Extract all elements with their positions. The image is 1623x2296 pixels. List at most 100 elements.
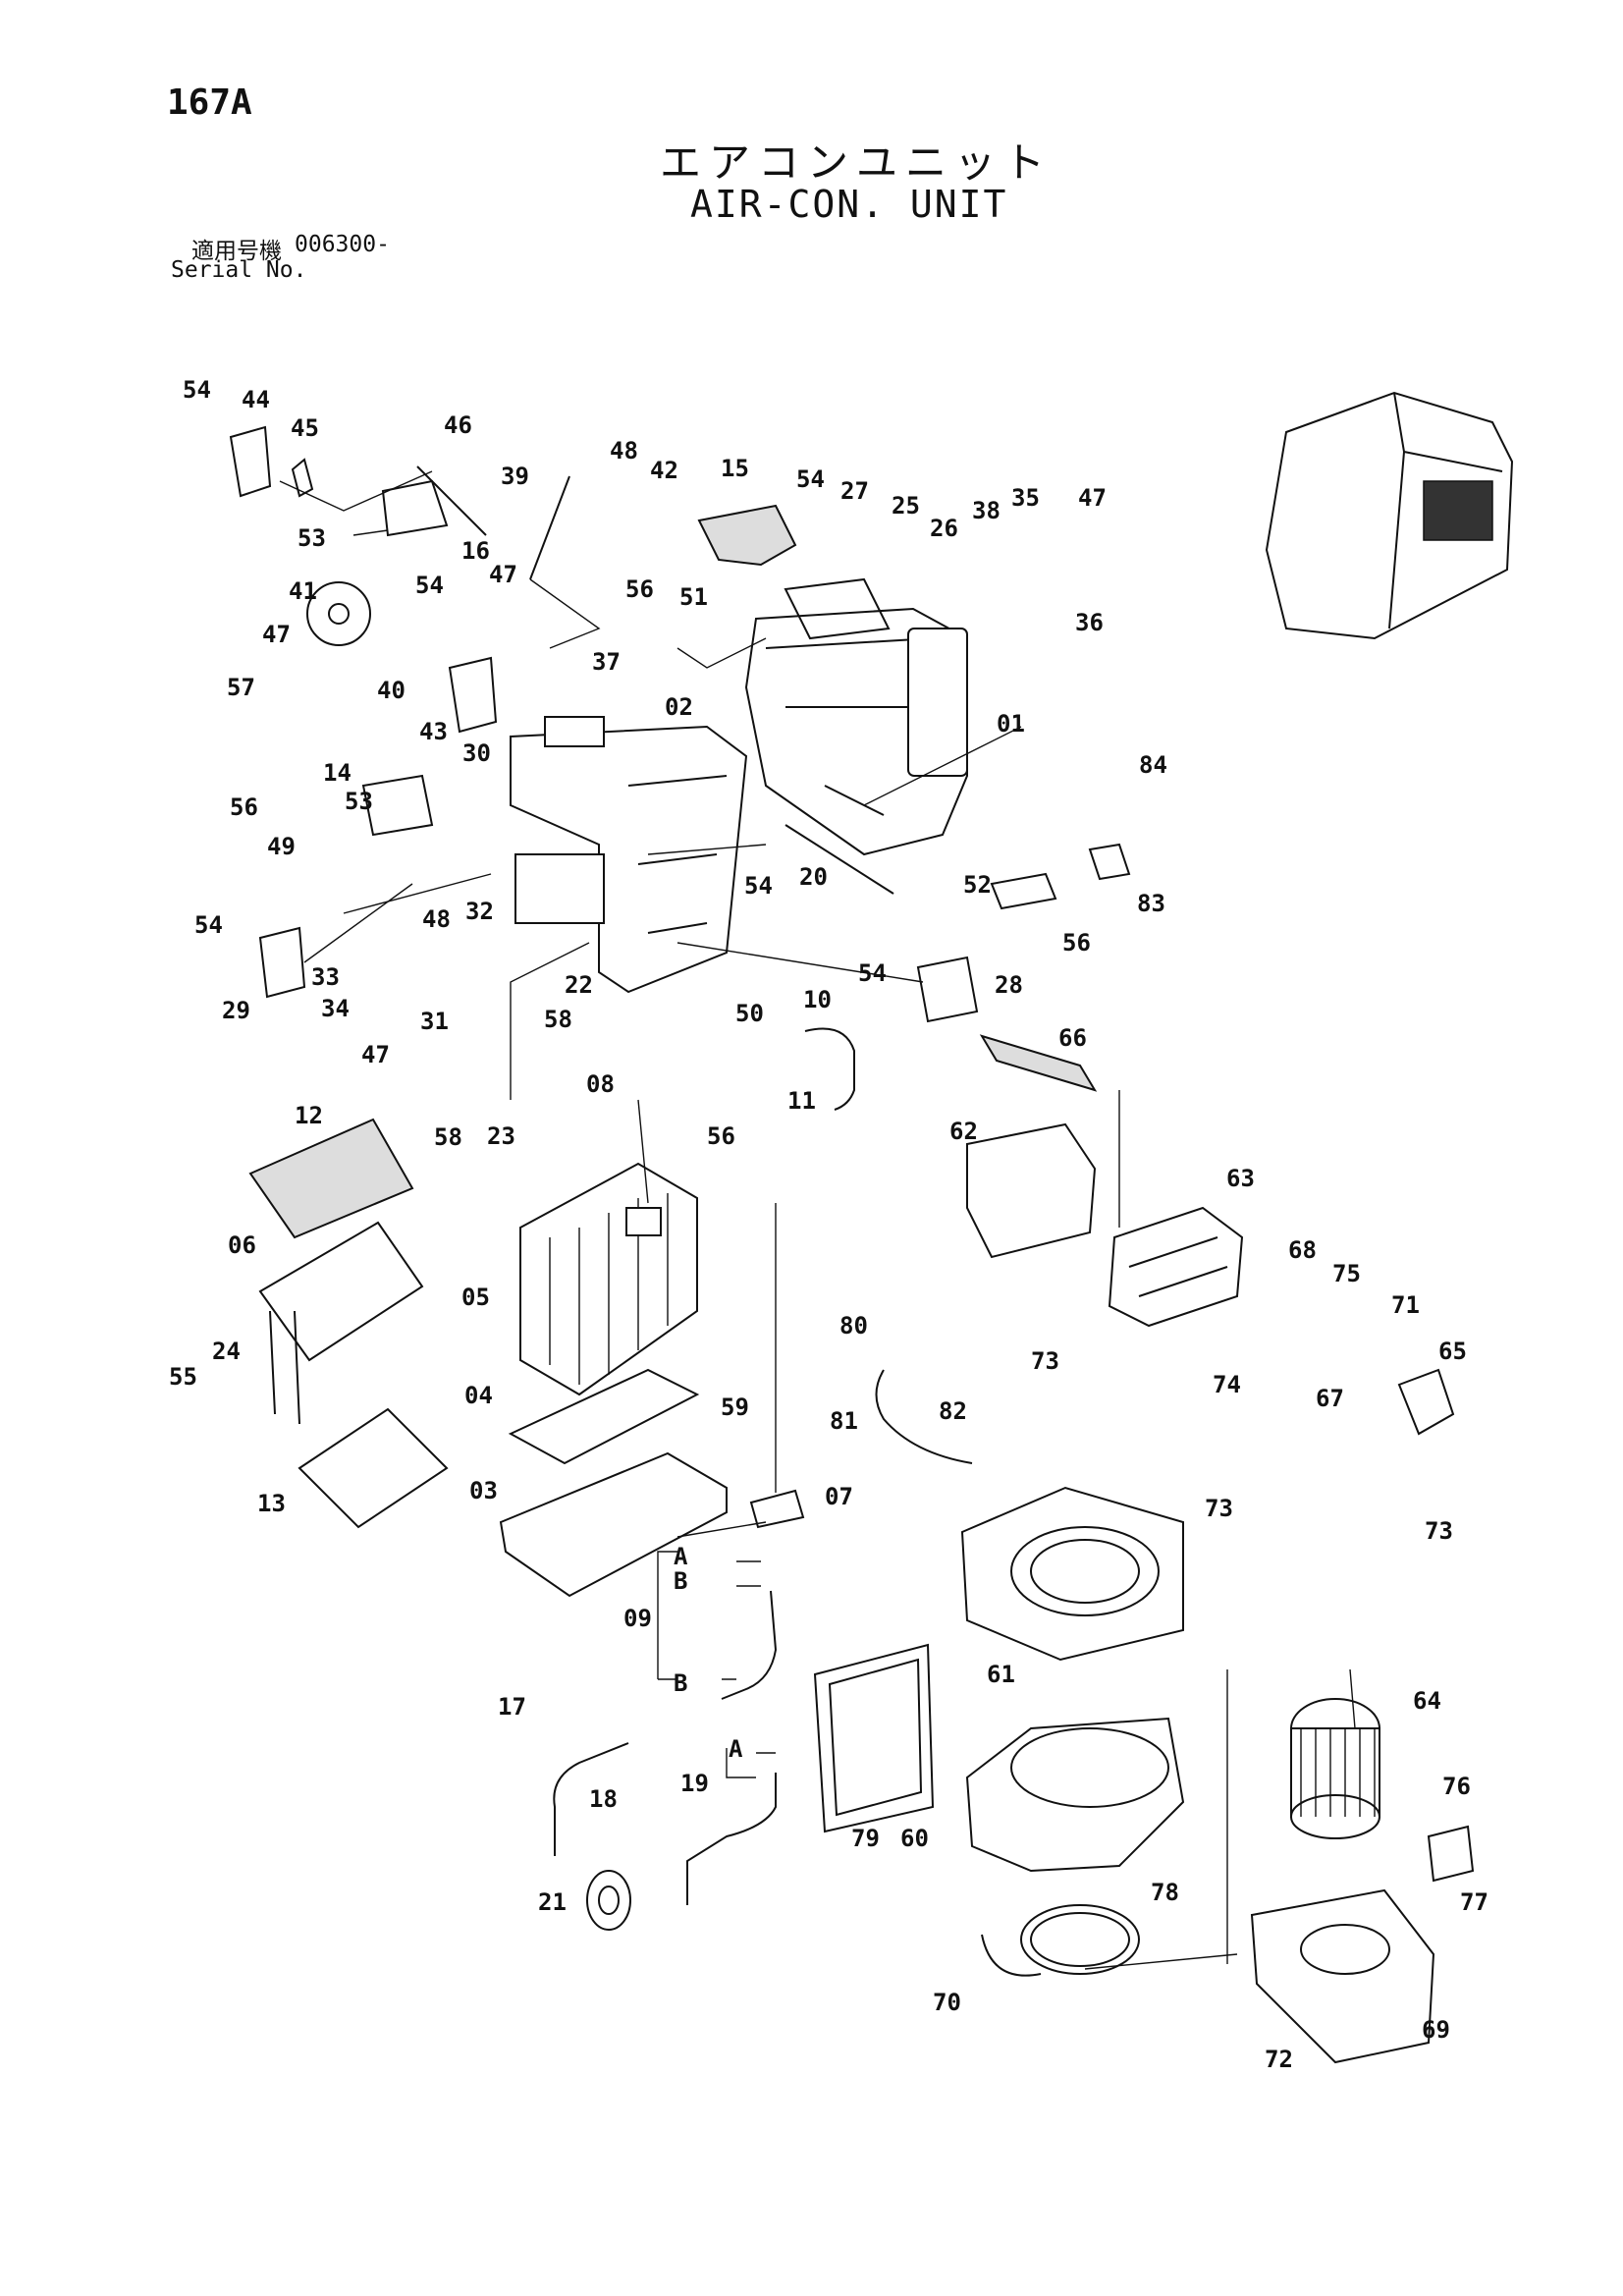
callout: 48 — [610, 437, 638, 465]
callout: 46 — [444, 411, 472, 439]
callout: 54 — [744, 872, 773, 900]
callout: 20 — [799, 863, 828, 891]
pipe-19 — [686, 1773, 777, 1905]
plate-14 — [361, 774, 434, 837]
callout: 75 — [1332, 1260, 1361, 1287]
callout: 01 — [997, 710, 1025, 738]
callout: 44 — [242, 386, 270, 413]
callout: 27 — [840, 477, 869, 505]
callout: 24 — [212, 1338, 241, 1365]
callout: 25 — [892, 492, 920, 519]
scroll-case-60 — [965, 1717, 1185, 1873]
motor-65 — [1397, 1368, 1455, 1436]
callout: 53 — [345, 788, 373, 815]
title-english: AIR-CON. UNIT — [690, 183, 1008, 226]
callout: 05 — [461, 1284, 490, 1311]
unit-housing-01 — [744, 577, 968, 856]
lower-case-03 — [499, 1451, 728, 1598]
callout: 03 — [469, 1477, 498, 1504]
callout: 58 — [544, 1006, 572, 1033]
duct-63 — [1108, 1206, 1244, 1328]
heater-box-02 — [510, 716, 748, 994]
callout: 67 — [1316, 1385, 1344, 1412]
callout: 43 — [419, 718, 448, 745]
callout: 42 — [650, 457, 678, 484]
callout: 23 — [487, 1122, 515, 1150]
callout: 56 — [1062, 929, 1091, 957]
callout: 54 — [858, 959, 887, 987]
callout: 71 — [1391, 1291, 1420, 1319]
callout: 34 — [321, 995, 350, 1022]
filter-66 — [979, 1034, 1098, 1092]
callout: 68 — [1288, 1236, 1317, 1264]
callout: 49 — [267, 833, 296, 860]
callout: 13 — [257, 1490, 286, 1517]
callout: 77 — [1460, 1888, 1488, 1916]
callout: 70 — [933, 1989, 961, 2016]
callout: 32 — [465, 898, 494, 925]
bracket-44 — [229, 425, 272, 498]
callout: 61 — [987, 1661, 1015, 1688]
heater-core-06 — [258, 1221, 424, 1425]
callout: 56 — [230, 793, 258, 821]
callout: B — [674, 1669, 687, 1697]
callout: 56 — [625, 575, 654, 603]
callout: 65 — [1438, 1338, 1467, 1365]
callout: 17 — [498, 1693, 526, 1721]
fan-housing-61 — [960, 1486, 1184, 1662]
callout: 40 — [377, 677, 406, 704]
duct-62 — [966, 1122, 1097, 1259]
link-rod-39 — [529, 475, 570, 580]
callout: 82 — [939, 1397, 967, 1425]
gasket-79 — [813, 1643, 935, 1833]
serial-label-english: Serial No. — [171, 257, 307, 283]
callout: 55 — [169, 1363, 197, 1391]
callout: 59 — [721, 1394, 749, 1421]
plate-16 — [381, 479, 449, 537]
callout: 76 — [1442, 1773, 1471, 1800]
callout: 69 — [1422, 2016, 1450, 2044]
filter-12 — [248, 1118, 414, 1239]
callout: 36 — [1075, 609, 1104, 636]
callout: A — [729, 1735, 743, 1763]
callout: 57 — [227, 674, 255, 701]
expansion-valve-07 — [749, 1489, 805, 1529]
callout: 33 — [311, 963, 340, 991]
cab-inset-illustration — [1265, 391, 1514, 640]
callout: 63 — [1226, 1165, 1255, 1192]
callout: 53 — [298, 524, 326, 552]
callout: 06 — [228, 1231, 256, 1259]
rod-20 — [784, 824, 894, 895]
grommet-21 — [586, 1870, 631, 1931]
callout: 83 — [1137, 890, 1165, 917]
evaporator-05 — [519, 1162, 698, 1396]
callout-labels: 54 44 45 46 48 42 15 54 27 25 26 38 35 4… — [169, 376, 1488, 2073]
callout: 51 — [679, 583, 708, 611]
mount-plate-69 — [1250, 1888, 1435, 2064]
callout: 54 — [183, 376, 211, 404]
harness-81 — [875, 1369, 973, 1464]
callout: 73 — [1425, 1517, 1453, 1545]
blower-motor-64 — [1290, 1698, 1380, 1839]
callout: 14 — [323, 759, 352, 787]
callout: 52 — [963, 871, 992, 899]
serial-label-japanese: 適用号機 — [191, 239, 282, 264]
callout: 21 — [538, 1888, 567, 1916]
callout: 35 — [1011, 484, 1040, 512]
plate-13 — [298, 1407, 449, 1529]
callout: 19 — [680, 1770, 709, 1797]
callout: 11 — [787, 1087, 816, 1115]
callout: 12 — [295, 1102, 323, 1129]
callout: 81 — [830, 1407, 858, 1435]
part-drawings — [229, 391, 1514, 2064]
callout: 47 — [262, 621, 291, 648]
callout: 18 — [589, 1785, 618, 1813]
callout: 48 — [422, 905, 451, 933]
callout: 54 — [415, 572, 444, 599]
callout: 28 — [995, 971, 1023, 999]
callout: 30 — [462, 739, 491, 767]
callout: 64 — [1413, 1687, 1441, 1715]
callout: 47 — [1078, 484, 1107, 512]
callout: 54 — [796, 465, 825, 493]
